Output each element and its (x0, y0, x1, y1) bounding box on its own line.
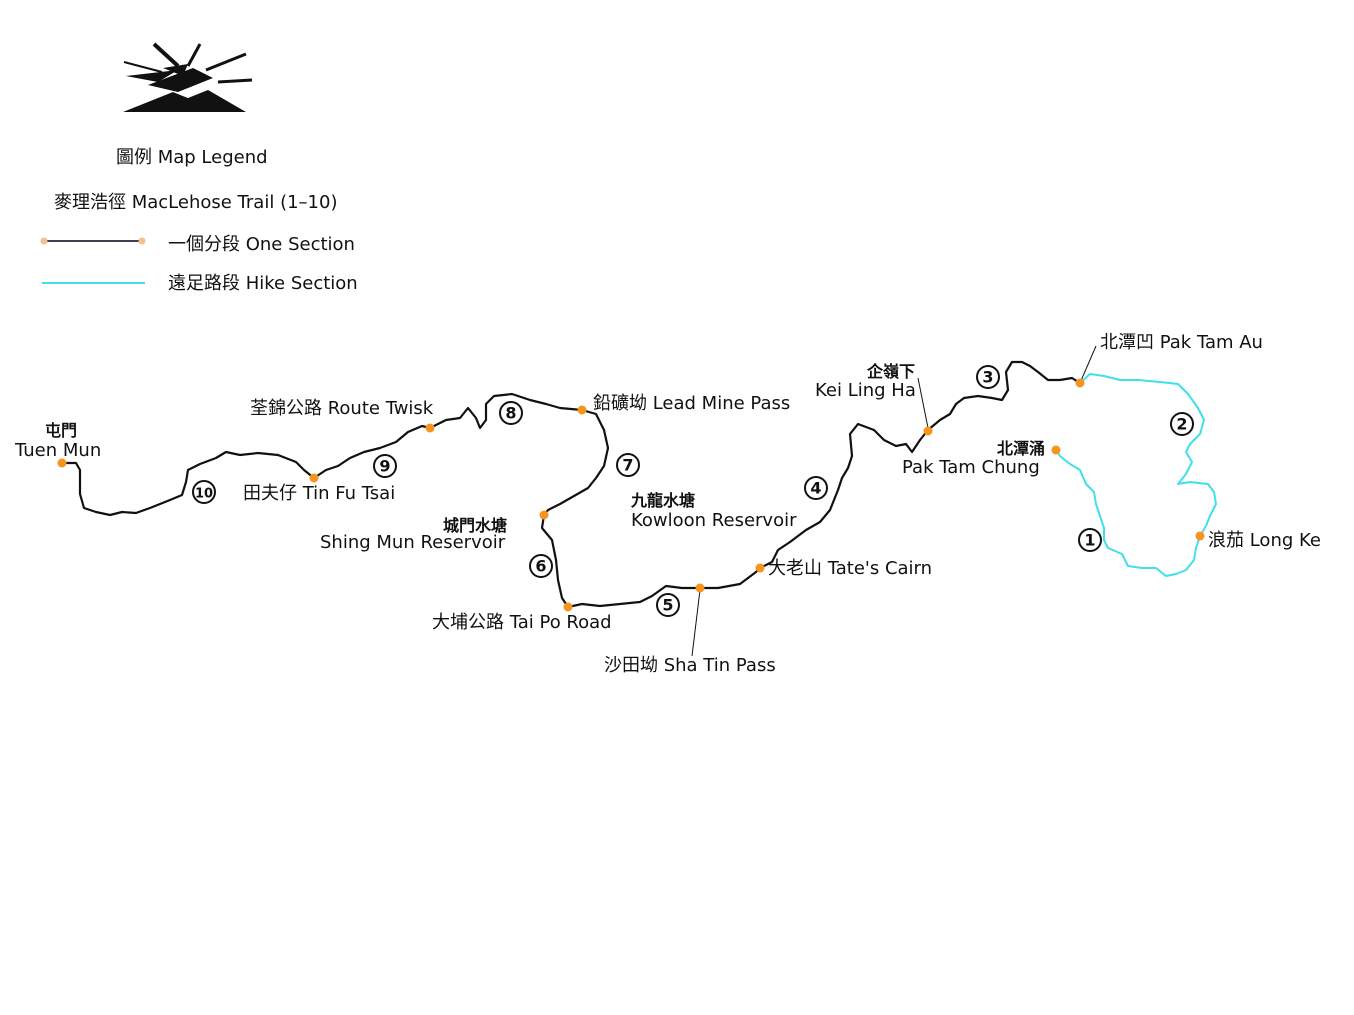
label-kowloon-res-en: Kowloon Reservoir (631, 510, 797, 531)
section-marker-label-2: 2 (1176, 415, 1187, 434)
section-marker-label-3: 3 (982, 368, 993, 387)
section-marker-label-6: 6 (535, 557, 546, 576)
label-pak-tam-chung-en: Pak Tam Chung (902, 457, 1040, 478)
legend-one-section-symbol (40, 237, 146, 245)
point-shing-mun (539, 510, 549, 520)
section-marker-1 (1078, 528, 1102, 552)
label-tates-cairn: 大老山 Tate's Cairn (768, 558, 933, 579)
point-pak-tam-chung (1051, 445, 1061, 455)
section-marker-label-8: 8 (505, 404, 516, 423)
label-kowloon-res-zh: 九龍水塘 (631, 491, 696, 510)
legend-trail-name: 麥理浩徑 MacLehose Trail (1–10) (54, 192, 338, 213)
label-route-twisk: 荃錦公路 Route Twisk (250, 398, 434, 419)
section-marker-label-7: 7 (622, 456, 633, 475)
label-pak-tam-chung-zh: 北潭涌 (997, 439, 1046, 458)
point-pak-tam-au (1075, 378, 1085, 388)
legend-one-section-label: 一個分段 One Section (168, 234, 355, 255)
section-marker-label-9: 9 (379, 457, 390, 476)
point-kei-ling-ha (923, 426, 933, 436)
label-sha-tin-pass: 沙田坳 Sha Tin Pass (604, 655, 776, 676)
section-marker-10 (192, 480, 216, 504)
label-tuen-mun-en: Tuen Mun (15, 440, 102, 461)
label-tuen-mun-zh: 屯門 (45, 421, 78, 440)
section-marker-label-10: 10 (195, 487, 213, 502)
point-tates-cairn (755, 563, 765, 573)
section-marker-7 (616, 453, 640, 477)
section-marker-4 (804, 476, 828, 500)
sha-tin-pass-leader (691, 589, 701, 657)
label-lead-mine-pass: 鉛礦坳 Lead Mine Pass (593, 393, 791, 414)
point-route-twisk (425, 423, 435, 433)
point-tin-fu-tsai (309, 473, 319, 483)
section-marker-8 (499, 401, 523, 425)
label-pak-tam-au: 北潭凹 Pak Tam Au (1100, 332, 1263, 353)
legend-hike-section-label: 遠足路段 Hike Section (168, 273, 358, 294)
point-lead-mine-pass (577, 405, 587, 415)
section-marker-label-1: 1 (1084, 531, 1095, 550)
pak-tam-au-leader (1079, 345, 1097, 384)
label-shing-mun-en: Shing Mun Reservoir (320, 532, 506, 553)
kei-ling-ha-leader (917, 377, 929, 429)
point-long-ke (1195, 531, 1205, 541)
point-tai-po-road (563, 602, 573, 612)
section-marker-6 (529, 554, 553, 578)
section-marker-9 (373, 454, 397, 478)
legend-title: 圖例 Map Legend (116, 147, 268, 168)
label-shing-mun-zh: 城門水塘 (443, 516, 508, 535)
section-marker-5 (656, 593, 680, 617)
point-sha-tin-pass (695, 583, 705, 593)
section-marker-label-5: 5 (662, 596, 673, 615)
label-kei-ling-ha-zh: 企嶺下 (867, 362, 916, 381)
section-marker-3 (976, 365, 1000, 389)
label-tai-po-road: 大埔公路 Tai Po Road (432, 612, 612, 633)
hike-path-east (1055, 373, 1217, 577)
label-long-ke: 浪茄 Long Ke (1208, 530, 1321, 551)
section-marker-2 (1170, 412, 1194, 436)
label-tin-fu-tsai: 田夫仔 Tin Fu Tsai (243, 483, 396, 504)
point-tuen-mun (57, 458, 67, 468)
label-kei-ling-ha-en: Kei Ling Ha (815, 380, 916, 401)
trail-logo (123, 42, 253, 112)
section-marker-label-4: 4 (810, 479, 821, 498)
